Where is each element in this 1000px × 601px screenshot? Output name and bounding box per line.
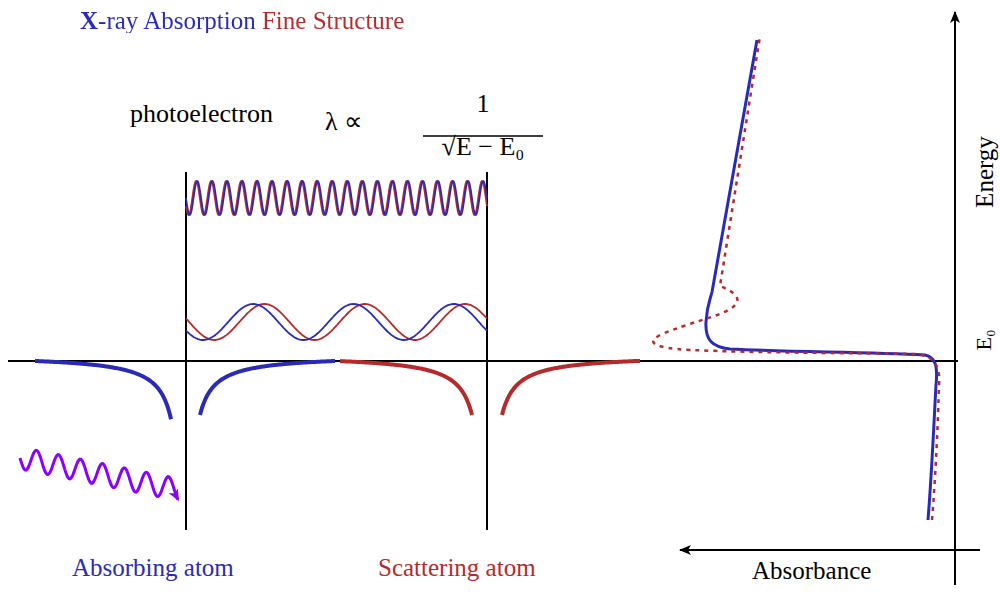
wave-red	[186, 181, 487, 215]
fine-structure-spectrum	[653, 36, 939, 520]
baseline	[8, 360, 958, 362]
x-ray-photon	[20, 450, 178, 499]
wall-line	[185, 172, 187, 530]
scatterer-potential	[502, 361, 640, 415]
absorber-potential	[200, 361, 335, 415]
atom-label: Scattering atom	[378, 555, 536, 580]
scatterer-potential	[340, 361, 472, 415]
absorber-potential	[35, 361, 171, 419]
wave-blue	[186, 304, 487, 340]
wall-line	[486, 172, 488, 530]
axis-label: Absorbance	[752, 558, 871, 583]
wave-red	[186, 304, 487, 340]
formula-part: 1	[477, 91, 490, 117]
absorbance-spectrum	[706, 40, 937, 520]
title: X-ray Absorption Fine Structure	[80, 8, 404, 33]
atom-label: Absorbing atom	[72, 555, 234, 580]
potential-wells	[35, 361, 640, 419]
photoelectron-label: photoelectron	[130, 101, 273, 127]
energy-axis	[954, 12, 956, 585]
wave-blue	[186, 181, 487, 215]
axis-label: E₀	[973, 329, 995, 350]
formula-part: √E − E₀	[442, 134, 525, 160]
absorbance-axis	[680, 549, 980, 551]
formula-part: λ ∝	[325, 109, 363, 135]
axis-label: Energy	[972, 136, 997, 208]
